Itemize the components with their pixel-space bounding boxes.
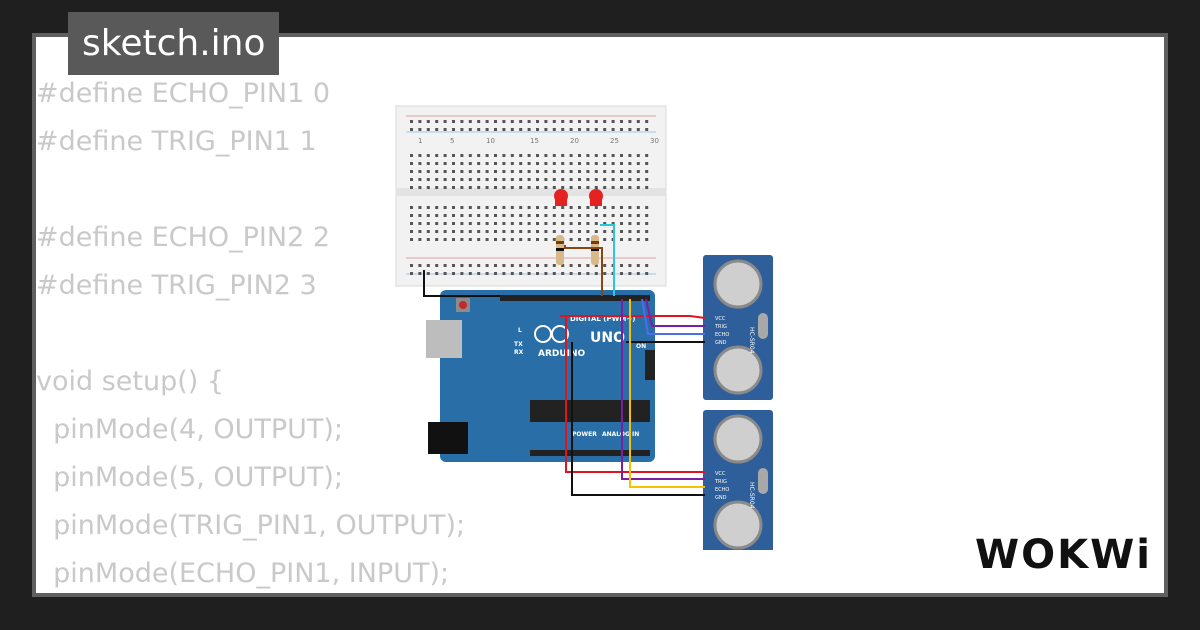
bb-col-10: 10	[486, 137, 495, 145]
board-model: UNO	[590, 330, 625, 346]
code-line: #define ECHO_PIN2 2	[36, 222, 331, 253]
sensor-2-pin-vcc: VCC	[715, 471, 726, 477]
bb-col-30: 30	[650, 137, 659, 145]
wokwi-logo: WOKWi	[975, 532, 1152, 578]
resistor-2[interactable]	[591, 235, 599, 265]
sensor-2-model: HC-SR04	[748, 482, 755, 509]
circuit-diagram: 1 5 10 15 20 25 30	[395, 105, 773, 550]
code-line: #define TRIG_PIN1 1	[36, 126, 317, 157]
bb-col-1: 1	[418, 137, 422, 145]
code-line: #define TRIG_PIN2 3	[36, 270, 317, 301]
wires	[423, 224, 706, 496]
board-brand: ARDUINO	[538, 349, 586, 359]
ultrasonic-sensor-2[interactable]: HC-SR04 VCC TRIG ECHO GND	[703, 410, 773, 550]
atmega-chip	[530, 400, 650, 422]
code-line: pinMode(TRIG_PIN1, OUTPUT);	[36, 510, 466, 541]
analog-label: ANALOG IN	[602, 431, 639, 438]
resistor-1[interactable]	[556, 235, 564, 265]
sensor-2-pin-gnd: GND	[715, 495, 727, 501]
digital-header	[500, 295, 650, 301]
code-preview: #define ECHO_PIN1 0 #define TRIG_PIN1 1 #d…	[36, 70, 596, 598]
power-analog-header	[530, 450, 650, 456]
digital-label: DIGITAL (PWM~)	[570, 315, 635, 323]
on-label: ON	[636, 343, 646, 350]
bb-col-25: 25	[610, 137, 619, 145]
sensor-2-pin-echo: ECHO	[715, 487, 729, 493]
sensor-1-model: HC-SR04	[748, 327, 755, 354]
code-line: void setup() {	[36, 366, 225, 397]
sensor-1-pin-vcc: VCC	[715, 316, 726, 322]
rx-label: RX	[514, 349, 524, 356]
bb-col-20: 20	[570, 137, 579, 145]
sensor-1-pin-gnd: GND	[715, 340, 727, 346]
l-label: L	[518, 327, 522, 334]
led-1[interactable]	[554, 189, 568, 206]
sensor-1-pin-trig: TRIG	[714, 324, 727, 330]
arduino-uno-board[interactable]: DIGITAL (PWM~) UNO ARDUINO ON TX RX L PO…	[426, 290, 655, 462]
breadboard: 1 5 10 15 20 25 30	[395, 105, 667, 287]
ultrasonic-sensor-1[interactable]: HC-SR04 VCC TRIG ECHO GND	[703, 255, 773, 400]
usb-connector	[426, 320, 462, 358]
tx-label: TX	[514, 341, 523, 348]
code-line: pinMode(4, OUTPUT);	[36, 414, 344, 445]
code-line: pinMode(ECHO_PIN1, INPUT);	[36, 558, 450, 589]
file-name-tab[interactable]: sketch.ino	[68, 12, 280, 75]
sensor-1-pin-echo: ECHO	[715, 332, 729, 338]
power-label: POWER	[572, 431, 597, 438]
code-line: pinMode(5, OUTPUT);	[36, 462, 344, 493]
sensor-2-pin-trig: TRIG	[714, 479, 727, 485]
bb-col-5: 5	[450, 137, 454, 145]
bb-col-15: 15	[530, 137, 539, 145]
led-2[interactable]	[589, 189, 603, 206]
power-jack	[428, 422, 468, 454]
code-line: #define ECHO_PIN1 0	[36, 78, 331, 109]
